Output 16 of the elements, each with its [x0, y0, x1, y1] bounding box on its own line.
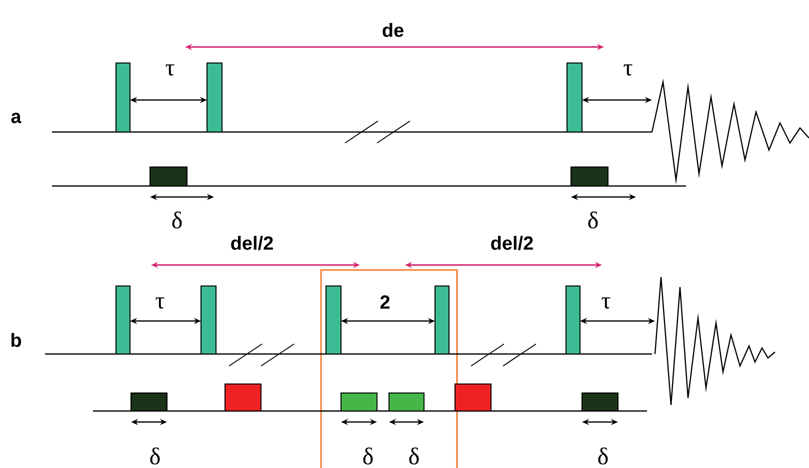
dimension-label: 2 — [380, 295, 390, 309]
dimension-label: τ — [602, 297, 610, 309]
dimension-label: de — [382, 23, 404, 37]
dimension-label: δ — [409, 448, 419, 464]
dimension-label: δ — [150, 448, 160, 464]
dimension-label: δ — [172, 212, 182, 228]
dimension-label: τ — [624, 64, 632, 76]
dimension-label: τ — [166, 64, 174, 76]
dimension-label: δ — [363, 448, 373, 464]
dimension-label: τ — [156, 297, 164, 309]
dimension-label: b — [11, 333, 22, 347]
dimension-label: del/2 — [491, 236, 533, 250]
dimension-label: δ — [588, 212, 598, 228]
dimension-label: del/2 — [231, 236, 273, 250]
dimension-label: δ — [598, 448, 608, 464]
dimension-label: a — [11, 112, 22, 124]
